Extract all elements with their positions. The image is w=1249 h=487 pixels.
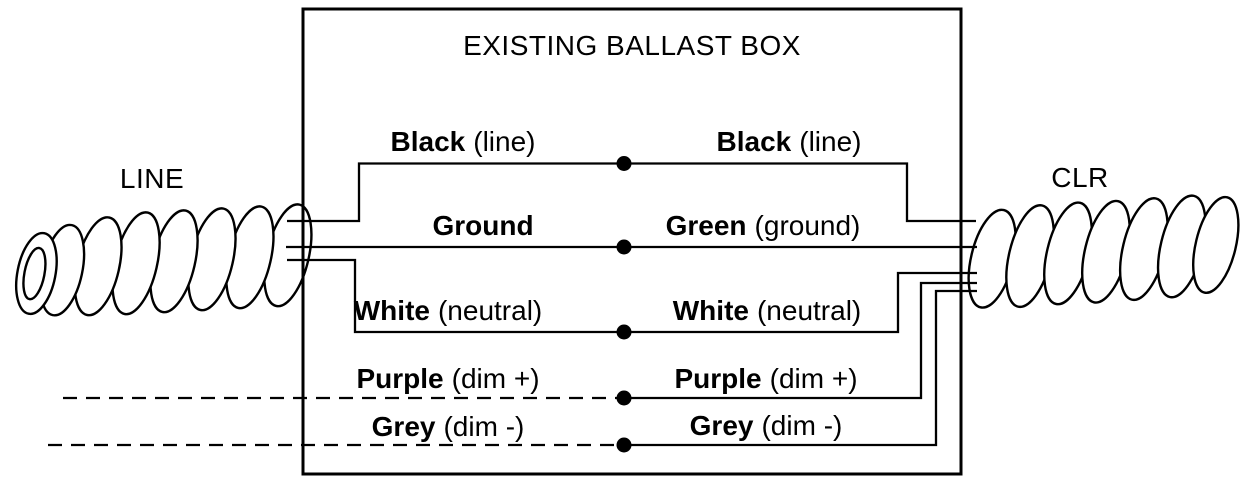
wire-name: Grey xyxy=(371,411,436,442)
wire-name: Purple xyxy=(356,363,444,394)
wire-desc: (dim +) xyxy=(769,363,858,394)
wire-desc: (line) xyxy=(799,126,862,157)
wire-desc: (dim +) xyxy=(451,363,540,394)
wire-purple-solid-path xyxy=(623,281,977,400)
wire-label-purple-right: Purple(dim +) xyxy=(674,363,857,395)
wire-black-path xyxy=(287,162,976,223)
box-title: EXISTING BALLAST BOX xyxy=(463,30,801,61)
wire-name: White xyxy=(353,295,430,326)
wire-desc: (neutral) xyxy=(437,295,543,326)
wire-label-grey-right: Grey(dim -) xyxy=(690,410,843,442)
junction-dot-grey xyxy=(616,437,632,453)
wire-name: White xyxy=(672,295,749,326)
conduit-coil xyxy=(1192,195,1240,295)
conduit-left xyxy=(15,203,313,317)
wire-label-purple-left: Purple(dim +) xyxy=(356,363,539,395)
junction-dot-ground xyxy=(616,239,632,255)
junction-dot-black xyxy=(616,156,632,171)
wire-desc: (neutral) xyxy=(756,295,862,326)
wire-label-grey-left: Grey(dim -) xyxy=(372,411,525,443)
left-end-label: LINE xyxy=(119,163,185,194)
wire-desc: (line) xyxy=(473,126,536,157)
wire-desc: (ground) xyxy=(754,210,861,241)
wire-name: Grey xyxy=(689,410,754,441)
ballast-box-outline xyxy=(301,7,963,476)
junction-dot-white xyxy=(616,324,632,340)
wire-label-green-right: Green(ground) xyxy=(666,210,861,242)
wire-name: Purple xyxy=(674,363,762,394)
wire-label-white-left: White(neutral) xyxy=(354,295,542,327)
wire-name: Green xyxy=(665,210,747,241)
wire-label-ground-left: Ground xyxy=(432,210,541,242)
wire-label-black-right: Black(line) xyxy=(717,126,862,158)
wire-label-white-right: White(neutral) xyxy=(673,295,861,327)
junction-dot-purple xyxy=(616,390,632,406)
conduit-right xyxy=(967,194,1240,309)
conduit-left-opening xyxy=(22,246,47,301)
wire-desc: (dim -) xyxy=(761,410,843,441)
wire-grey-solid-path xyxy=(623,289,977,447)
right-end-label: CLR xyxy=(1051,162,1109,193)
wire-name: Black xyxy=(716,126,792,157)
wire-name: Black xyxy=(390,126,466,157)
wire-name: Ground xyxy=(432,210,534,241)
wire-label-black-left: Black(line) xyxy=(391,126,536,158)
wire-desc: (dim -) xyxy=(443,411,525,442)
